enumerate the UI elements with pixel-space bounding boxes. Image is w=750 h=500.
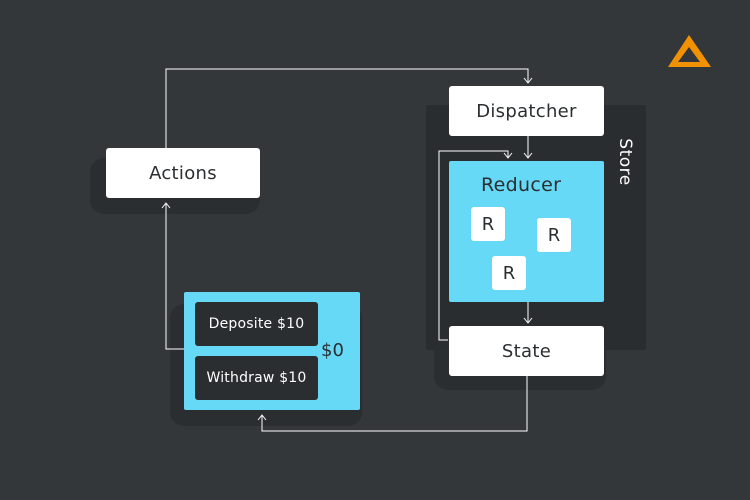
reducer-item: R (471, 207, 505, 241)
arrowhead-state (523, 317, 533, 324)
connector-actions-to-dispatcher (165, 68, 529, 148)
balance-value: $0 (321, 340, 344, 361)
deposit-button[interactable]: Deposite $10 (195, 302, 318, 346)
triangle-logo-icon (668, 35, 711, 67)
reducer-title: Reducer (481, 174, 562, 196)
arrowhead-reducer-top (523, 152, 533, 159)
connector-state-to-reducer (438, 150, 509, 341)
withdraw-button[interactable]: Withdraw $10 (195, 356, 318, 400)
state-box: State (449, 326, 604, 376)
connector-ui-to-actions (165, 204, 184, 350)
reducer-item: R (537, 218, 571, 252)
arrowhead-ui (257, 414, 267, 421)
reducer-item: R (492, 256, 526, 290)
dispatcher-box: Dispatcher (449, 86, 604, 136)
arrowhead-reducer-loop (503, 152, 513, 159)
arrowhead-actions (161, 202, 171, 209)
connector-state-to-ui (261, 376, 528, 432)
actions-box: Actions (106, 148, 260, 198)
arrowhead-dispatcher (523, 77, 533, 84)
